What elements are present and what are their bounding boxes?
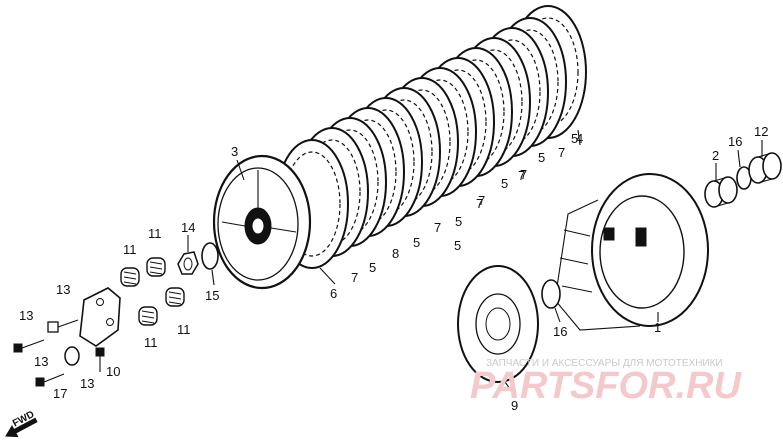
callout-8: 8 [392, 246, 399, 261]
callout-7d: 7 [434, 220, 441, 235]
callout-5c: 5 [455, 214, 462, 229]
callout-11a: 11 [123, 242, 137, 257]
callout-14: 14 [181, 220, 195, 235]
callout-7e: 7 [351, 270, 358, 285]
callout-4: 4 [576, 131, 583, 146]
collar-12 [748, 152, 782, 184]
callout-5d: 5 [413, 235, 420, 250]
callout-12: 12 [754, 124, 768, 139]
callout-13d: 13 [80, 376, 94, 391]
bolt-13-lower-left [35, 373, 65, 387]
fwd-direction-arrow: FWD [5, 409, 38, 438]
callout-5b: 5 [501, 176, 508, 191]
watermark-brand: PARTSFOR.RU [470, 365, 742, 407]
callout-6: 6 [330, 286, 337, 301]
callout-11c: 11 [144, 335, 158, 350]
callout-11d: 11 [177, 322, 191, 337]
clutch-plate-stack [275, 5, 587, 269]
nut-14 [177, 251, 199, 275]
clutch-outer [554, 173, 709, 331]
callout-5f: 5 [454, 238, 461, 253]
needle-bearing-2 [704, 176, 738, 208]
callout-13a: 13 [56, 282, 70, 297]
callout-7b: 7 [520, 167, 527, 182]
callout-16b: 16 [553, 324, 567, 339]
lifter-plate [79, 287, 121, 347]
callout-9: 9 [511, 398, 518, 413]
callout-13b: 13 [19, 308, 33, 323]
callout-7a: 7 [558, 145, 565, 160]
watermark-tagline: ЗАПЧАСТИ И АКСЕССУАРЫ ДЛЯ МОТОТЕХНИКИ [486, 358, 723, 369]
callout-1: 1 [654, 320, 661, 335]
clutch-spring-lower-left [138, 306, 158, 326]
bolt-13-lower-right [95, 347, 105, 372]
bolt-13-upper [47, 319, 79, 333]
clutch-spring-lower-right [165, 287, 185, 307]
callout-2: 2 [712, 148, 719, 163]
callout-15: 15 [205, 288, 219, 303]
callout-16a: 16 [728, 134, 742, 149]
callout-3: 3 [231, 144, 238, 159]
callout-10: 10 [106, 364, 120, 379]
clutch-spring-upper-left [120, 267, 140, 287]
callout-5g: 5 [571, 131, 578, 146]
clutch-spring-upper-right [146, 257, 166, 277]
pressure-plate [212, 154, 312, 290]
callout-7c: 7 [478, 193, 485, 208]
clutch-center-9 [457, 265, 539, 383]
callout-13c: 13 [34, 354, 48, 369]
callout-5e: 5 [369, 260, 376, 275]
callout-7f: 7 [476, 196, 483, 211]
callout-5a: 5 [538, 150, 545, 165]
bearing-17 [64, 346, 80, 366]
callout-labels: 1 2 3 4 5 5 5 5 5 5 5 6 7 7 7 7 7 7 7 8 … [19, 124, 768, 413]
callout-7g: 7 [518, 168, 525, 183]
callout-11b: 11 [148, 226, 162, 241]
watermark: ЗАПЧАСТИ И АКСЕССУАРЫ ДЛЯ МОТОТЕХНИКИ PA… [470, 358, 742, 407]
leader-lines [187, 129, 763, 397]
callout-17: 17 [53, 386, 67, 401]
bolt-13-left [13, 339, 45, 353]
washer-16-lower [541, 279, 561, 309]
washer-15 [201, 242, 219, 270]
